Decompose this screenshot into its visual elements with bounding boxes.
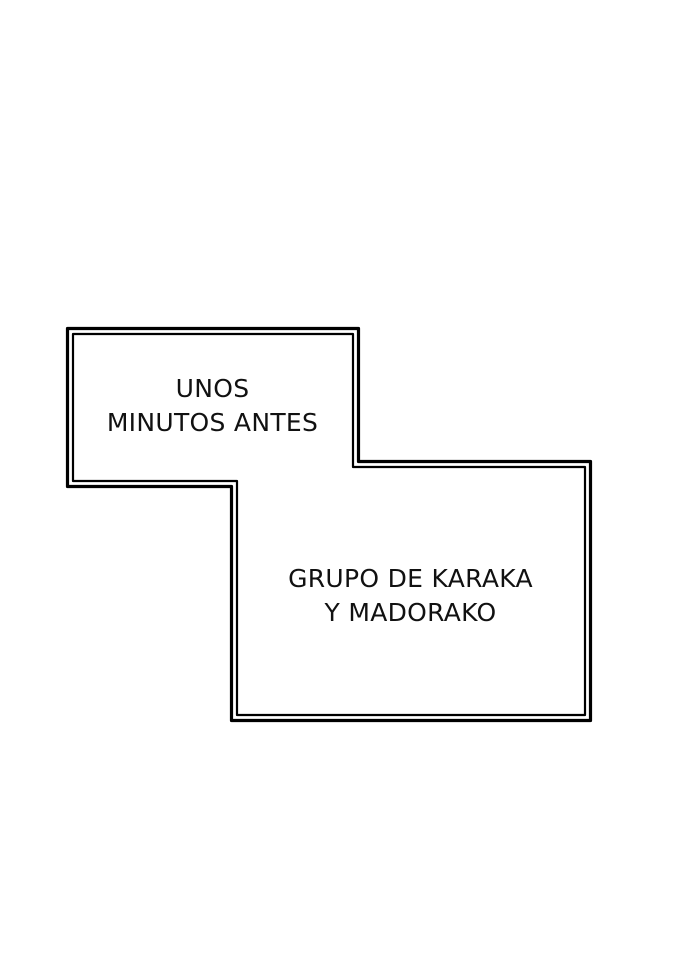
caption-time-skip: UNOS MINUTOS ANTES bbox=[67, 372, 358, 440]
caption-time-skip-line-1: UNOS bbox=[175, 374, 250, 403]
caption-time-skip-line-2: MINUTOS ANTES bbox=[106, 408, 319, 437]
caption-location-line-1: GRUPO DE KARAKA bbox=[288, 564, 533, 593]
caption-box-inner-border bbox=[71, 332, 587, 717]
caption-location-line-2: Y MADORAKO bbox=[324, 598, 497, 627]
caption-location: GRUPO DE KARAKA Y MADORAKO bbox=[231, 562, 590, 630]
caption-box-outer-border bbox=[65, 326, 593, 723]
